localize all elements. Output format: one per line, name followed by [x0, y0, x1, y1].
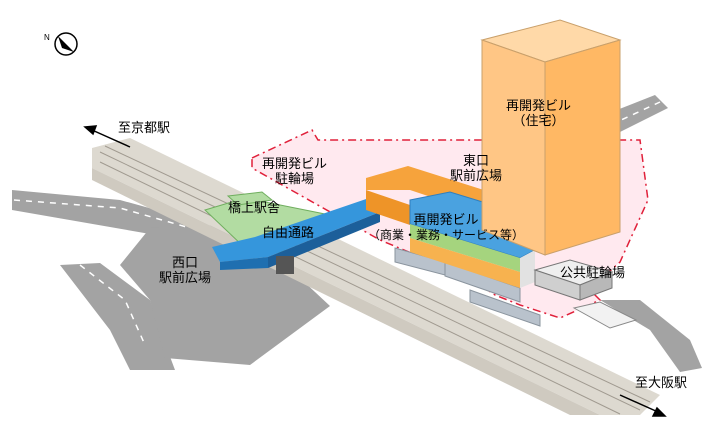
bike-parking-side — [579, 271, 613, 301]
stair-block — [276, 256, 294, 274]
west-road-upper — [12, 190, 205, 238]
label-bridge-station: 橋上駅舎 — [228, 201, 281, 216]
compass-north-label: N — [44, 33, 50, 42]
label-west-plaza: 西口 駅前広場 — [159, 256, 212, 286]
rail-line-3 — [99, 161, 621, 415]
label-residential: 再開発ビル （住宅） — [506, 99, 572, 129]
kyoto-arrow-line — [91, 129, 131, 148]
west-curve-dash — [79, 264, 146, 346]
kyoto-arrowhead — [83, 125, 98, 136]
residential-tower — [480, 19, 622, 256]
east-road-south — [600, 300, 702, 372]
road-centerlines — [13, 101, 661, 346]
free-passage-end — [268, 212, 380, 268]
osaka-arrow-line — [619, 394, 659, 413]
podium-front — [366, 190, 410, 225]
rail-line-2 — [104, 145, 651, 403]
west-road-curve — [60, 263, 175, 370]
free-passage-structure — [212, 197, 380, 274]
label-redevelop-bike-parking: 再開発ビル 駐輪場 — [262, 157, 328, 187]
rail-line-1 — [99, 151, 641, 411]
public-bike-parking — [533, 259, 638, 329]
commercial-orange-band — [410, 238, 520, 288]
osaka-arrowhead — [651, 406, 667, 417]
track-bed-lower — [92, 168, 600, 415]
commercial-east-side — [520, 250, 535, 288]
north-arrow-icon — [54, 32, 78, 56]
free-passage-side — [220, 257, 268, 270]
direction-arrows — [83, 125, 667, 417]
bridge-station-annex — [226, 191, 274, 206]
tower-side — [544, 39, 621, 256]
label-east-plaza: 東口 駅前広場 — [450, 154, 503, 184]
free-passage-deck — [212, 197, 380, 262]
label-to-osaka: 至大阪駅 — [635, 376, 688, 391]
bike-shed-south — [572, 301, 638, 329]
west-plaza-ground — [120, 225, 330, 365]
label-public-bike-parking: 公共駐輪場 — [560, 266, 626, 281]
platform-3 — [469, 289, 541, 327]
label-commercial: 再開発ビル （商業・業務・サービス等） — [368, 213, 525, 242]
label-to-kyoto: 至京都駅 — [118, 121, 171, 136]
label-free-passage: 自由通路 — [262, 226, 315, 241]
commercial-green-band — [410, 224, 520, 272]
